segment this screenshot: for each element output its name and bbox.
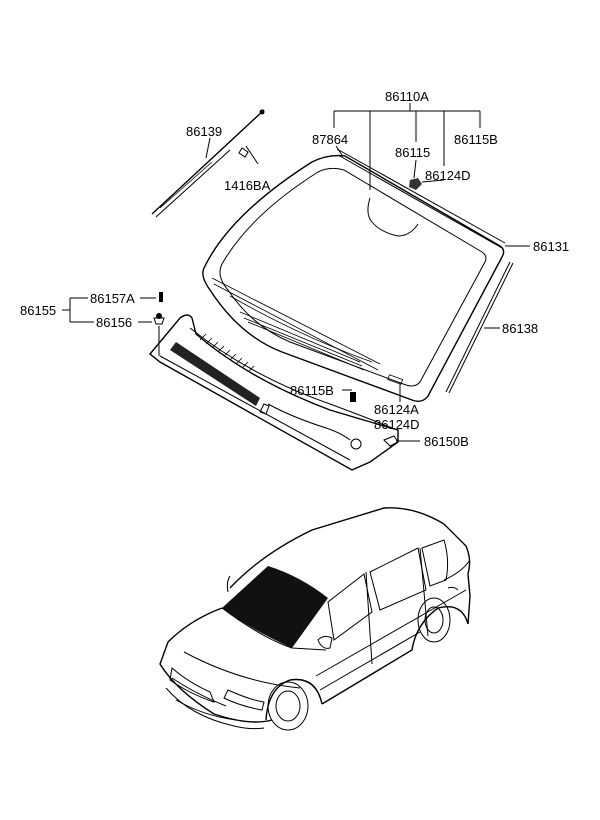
label-86115B-top: 86115B <box>454 132 498 147</box>
label-86139: 86139 <box>186 124 222 139</box>
label-87864: 87864 <box>312 132 348 147</box>
wiper-blade-86139 <box>151 109 265 218</box>
clip-86157A <box>159 292 163 302</box>
label-86110A: 86110A <box>385 89 429 104</box>
label-1416BA: 1416BA <box>224 178 271 193</box>
clip-86115B-mid <box>350 392 356 402</box>
label-86138: 86138 <box>502 321 538 336</box>
side-moulding-86138 <box>445 261 514 394</box>
clip-86156 <box>153 313 165 325</box>
label-86115: 86115 <box>395 145 430 160</box>
label-86150B: 86150B <box>424 434 469 449</box>
leader-lines <box>62 103 530 442</box>
label-86124D-top: 86124D <box>425 168 471 183</box>
cowl-panel-86150B <box>149 314 399 471</box>
label-86131: 86131 <box>533 239 569 254</box>
label-86115B-mid: 86115B <box>290 383 334 398</box>
car-illustration <box>159 507 471 731</box>
glass-lower-hatch <box>239 311 365 371</box>
label-86156: 86156 <box>96 315 132 330</box>
windshield-glass <box>202 148 506 403</box>
label-86155: 86155 <box>20 303 56 318</box>
label-86157A: 86157A <box>90 291 135 306</box>
label-86124A: 86124A <box>374 402 419 417</box>
label-86124D-mid: 86124D <box>374 417 420 432</box>
